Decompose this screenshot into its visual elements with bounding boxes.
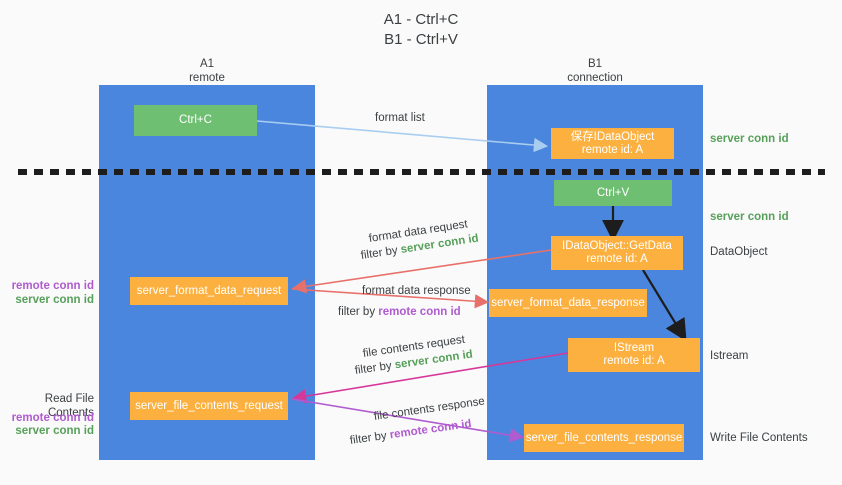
node-ctrl-v-label: Ctrl+V <box>596 186 630 199</box>
node-save-idataobject-line1: 保存IDataObject <box>570 130 655 143</box>
caption-format-data-response: format data response <box>362 285 471 297</box>
caption-fcresp-filter-prefix: filter by <box>349 429 391 447</box>
node-save-idataobject[interactable]: 保存IDataObject remote id: A <box>551 128 674 159</box>
caption-format-data-response-filter: filter by remote conn id <box>338 305 461 320</box>
left-label-remote-conn-id-2: remote conn id <box>11 412 94 424</box>
caption-fdreq-filter-prefix: filter by <box>360 244 402 262</box>
left-label-server-conn-id-2: server conn id <box>15 425 94 437</box>
left-label-server-conn-id-1: server conn id <box>15 294 94 306</box>
column-caption-a1: A1 remote <box>99 57 315 85</box>
node-ctrl-c[interactable]: Ctrl+C <box>134 105 257 136</box>
right-label-server-conn-id-top: server conn id <box>710 133 789 145</box>
node-server-file-contents-response[interactable]: server_file_contents_response <box>524 424 684 452</box>
column-b1-sub: connection <box>567 72 623 84</box>
right-label-server-conn-id-mid: server conn id <box>710 211 789 223</box>
title-line-1: A1 - Ctrl+C <box>383 11 459 28</box>
node-idataobject-getdata[interactable]: IDataObject::GetData remote id: A <box>551 236 683 270</box>
node-server-file-contents-request[interactable]: server_file_contents_request <box>130 392 288 420</box>
caption-fdresp-filter-value: remote conn id <box>378 306 461 318</box>
node-ctrl-v[interactable]: Ctrl+V <box>554 180 672 206</box>
caption-format-list: format list <box>375 112 425 124</box>
node-server-format-data-response[interactable]: server_format_data_response <box>489 289 647 317</box>
caption-fcresp-filter-value: remote conn id <box>388 417 473 442</box>
node-server-file-contents-response-label: server_file_contents_response <box>525 431 683 444</box>
column-a1-name: A1 <box>199 58 215 70</box>
node-server-format-data-request[interactable]: server_format_data_request <box>130 277 288 305</box>
node-server-format-data-response-label: server_format_data_response <box>491 296 645 309</box>
column-a1-sub: remote <box>189 72 225 84</box>
node-getdata-line1: IDataObject::GetData <box>562 240 672 252</box>
column-caption-b1: B1 connection <box>487 57 703 85</box>
caption-fcreq-filter-prefix: filter by <box>354 359 396 377</box>
node-ctrl-c-label: Ctrl+C <box>179 114 212 126</box>
node-istream[interactable]: IStream remote id: A <box>568 338 700 372</box>
node-getdata-line2: remote id: A <box>586 253 648 265</box>
caption-file-contents-response-filter: filter by remote conn id <box>349 417 473 449</box>
node-istream-line2: remote id: A <box>603 355 665 367</box>
phase-divider <box>18 169 825 175</box>
right-label-dataobject: DataObject <box>710 246 768 258</box>
page-title: A1 - Ctrl+C B1 - Ctrl+V <box>0 10 842 50</box>
node-server-format-data-request-label: server_format_data_request <box>136 284 282 297</box>
column-b1-name: B1 <box>587 58 603 70</box>
node-istream-line1: IStream <box>613 342 655 354</box>
caption-fdresp-filter-prefix: filter by <box>338 306 379 318</box>
right-label-write-file-contents: Write File Contents <box>710 432 808 444</box>
node-server-file-contents-request-label: server_file_contents_request <box>135 399 283 412</box>
right-label-istream: Istream <box>710 350 749 362</box>
node-save-idataobject-line2: remote id: A <box>581 143 644 156</box>
left-label-remote-conn-id-1: remote conn id <box>11 280 94 292</box>
title-line-2: B1 - Ctrl+V <box>384 31 458 48</box>
left-label-read-file-contents: Read File Contents <box>44 393 94 419</box>
